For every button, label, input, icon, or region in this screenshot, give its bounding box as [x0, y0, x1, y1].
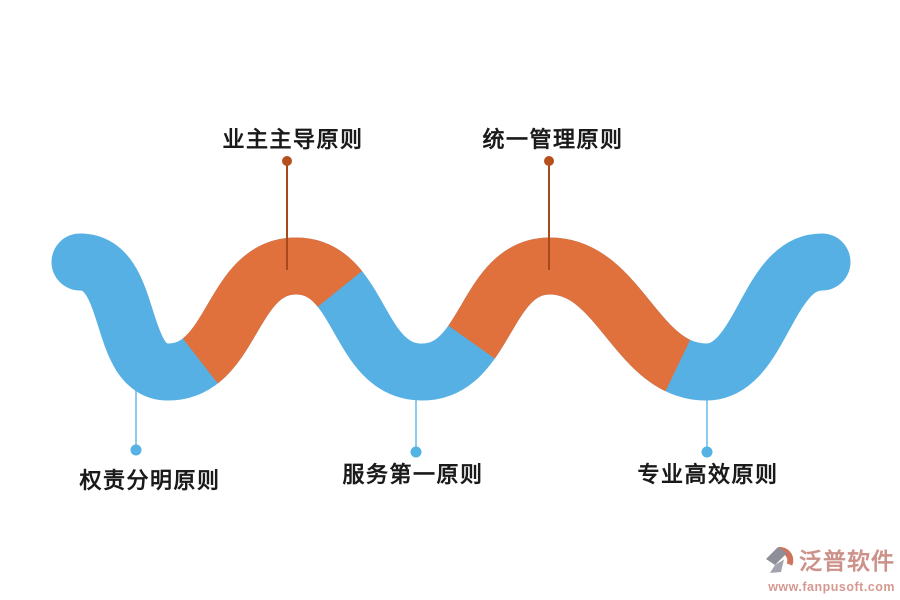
- wave-hump-1-orange: [181, 237, 363, 384]
- label-professional-efficient-principle: 专业高效原则: [637, 462, 779, 487]
- watermark-url: www.fanpusoft.com: [768, 580, 895, 594]
- wave-hump-2-orange: [447, 237, 692, 392]
- connector-dot-top-2: [544, 156, 554, 166]
- label-unified-management-principle: 统一管理原则: [482, 127, 624, 152]
- wave-ribbon-blue: [51, 233, 851, 401]
- label-clear-responsibility-principle: 权责分明原则: [79, 468, 221, 493]
- top-connectors: [282, 156, 554, 270]
- connector-dot-bottom-2: [410, 446, 422, 458]
- watermark: 泛普软件 www.fanpusoft.com: [755, 544, 895, 594]
- bottom-connectors: [130, 390, 713, 458]
- connector-dot-bottom-3: [701, 446, 713, 458]
- fanpu-logo-icon: [766, 547, 794, 573]
- label-owner-led-principle: 业主主导原则: [222, 127, 364, 152]
- connector-dot-bottom-1: [130, 444, 142, 456]
- connector-dot-top-1: [282, 156, 292, 166]
- label-service-first-principle: 服务第一原则: [342, 462, 484, 487]
- watermark-brand: 泛普软件: [799, 547, 895, 574]
